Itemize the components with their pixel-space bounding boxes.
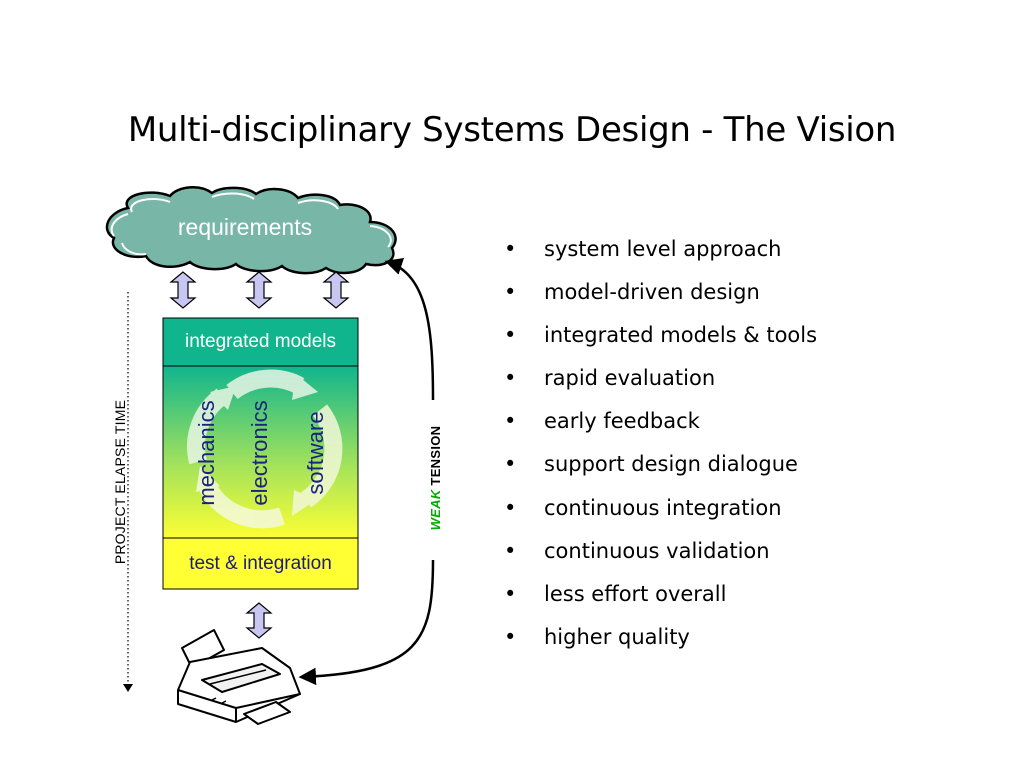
discipline-mechanics: mechanics bbox=[194, 400, 219, 506]
bullet-icon: • bbox=[504, 280, 517, 305]
list-item-text: integrated models & tools bbox=[544, 323, 818, 348]
list-item: • higher quality bbox=[504, 616, 817, 659]
tension-word: TENSION bbox=[428, 425, 443, 486]
requirements-label: requirements bbox=[177, 214, 313, 240]
list-item: • continuous integration bbox=[504, 487, 817, 530]
bullet-icon: • bbox=[504, 237, 517, 261]
list-item-text: higher quality bbox=[544, 624, 690, 649]
list-item-text: early feedback bbox=[544, 409, 700, 434]
list-item-text: rapid evaluation bbox=[544, 366, 716, 391]
double-arrow-bottom bbox=[245, 602, 273, 639]
list-item-text: support design dialogue bbox=[544, 452, 798, 477]
list-item: • support design dialogue bbox=[504, 443, 817, 486]
bullet-icon: • bbox=[504, 538, 517, 563]
bullet-icon: • bbox=[504, 495, 517, 520]
list-item: • rapid evaluation bbox=[504, 357, 817, 400]
discipline-software: software bbox=[303, 411, 328, 495]
bullet-icon: • bbox=[504, 409, 517, 434]
bullet-icon: • bbox=[504, 452, 517, 477]
weak-tension-label: WEAK TENSION bbox=[428, 418, 444, 538]
list-item-text: less effort overall bbox=[544, 581, 727, 606]
slide-title: Multi-disciplinary Systems Design - The … bbox=[127, 110, 897, 150]
bullet-icon: • bbox=[504, 366, 517, 391]
discipline-electronics: electronics bbox=[247, 400, 272, 506]
list-item-text: continuous validation bbox=[544, 538, 770, 563]
bullet-icon: • bbox=[504, 624, 517, 649]
printer-icon bbox=[177, 629, 301, 725]
list-item: • early feedback bbox=[504, 400, 817, 443]
double-arrow-left bbox=[169, 271, 197, 309]
list-item-text: model-driven design bbox=[544, 280, 760, 305]
elapse-time-arrow bbox=[123, 292, 133, 692]
bullet-icon: • bbox=[504, 323, 517, 348]
list-item: • continuous validation bbox=[504, 530, 817, 573]
weak-word: WEAK bbox=[428, 489, 443, 531]
list-item: • less effort overall bbox=[504, 573, 817, 616]
list-item: • integrated models & tools bbox=[504, 314, 817, 357]
list-item-text: continuous integration bbox=[544, 495, 782, 520]
double-arrow-middle bbox=[245, 271, 273, 309]
bullet-icon: • bbox=[504, 581, 517, 606]
test-integration-label: test & integration bbox=[189, 553, 332, 574]
elapse-time-label: PROJECT ELAPSE TIME bbox=[112, 399, 128, 565]
list-item: • system level approach bbox=[504, 228, 817, 271]
integrated-models-label: integrated models bbox=[184, 331, 337, 352]
cycle-arrows-icon bbox=[187, 369, 343, 529]
double-arrow-right bbox=[322, 271, 350, 309]
list-item: • model-driven design bbox=[504, 271, 817, 314]
tension-arrow bbox=[298, 258, 435, 686]
list-item-text: system level approach bbox=[544, 237, 782, 261]
benefits-list: • system level approach • model-driven des… bbox=[504, 228, 817, 659]
